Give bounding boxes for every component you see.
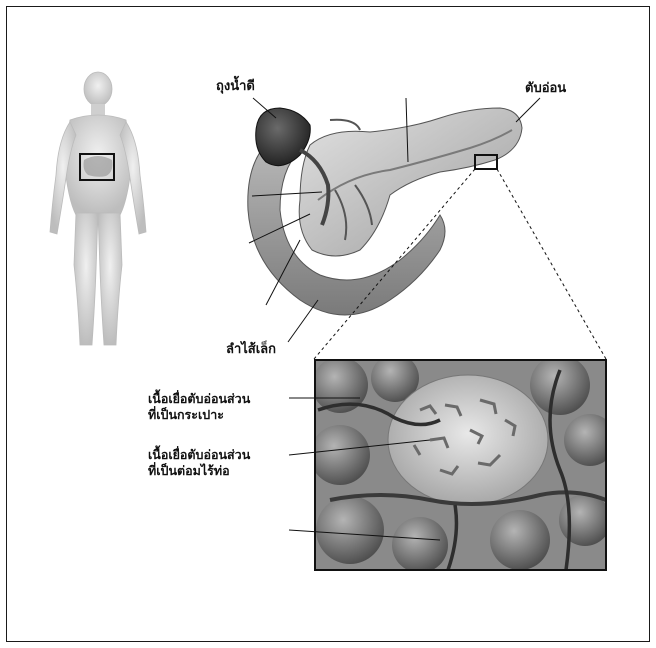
- gallbladder-shape: [256, 108, 311, 166]
- small-intestine-leader: [288, 300, 318, 342]
- endocrine-tissue-label: เนื้อเยื่อตับอ่อนส่วน ที่เป็นต่อมไร้ท่อ: [148, 447, 250, 478]
- exocrine-label-line1: เนื้อเยื่อตับอ่อนส่วน: [148, 391, 250, 407]
- body-left-leg: [74, 213, 98, 345]
- acinus-cluster: [490, 510, 550, 570]
- human-body-figure: [50, 72, 146, 345]
- pancreas-body: [299, 108, 522, 256]
- endocrine-label-line1: เนื้อเยื่อตับอ่อนส่วน: [148, 447, 250, 463]
- exocrine-tissue-label: เนื้อเยื่อตับอ่อนส่วน ที่เป็นกระเปาะ: [148, 391, 250, 422]
- acinus-cluster: [564, 414, 616, 466]
- organ-illustration: [248, 108, 522, 315]
- endocrine-label-line2: ที่เป็นต่อมไร้ท่อ: [148, 463, 250, 479]
- body-neck: [91, 104, 105, 116]
- body-head: [84, 72, 112, 106]
- acinus-cluster: [310, 425, 370, 485]
- gallbladder-label: ถุงน้ำดี: [216, 79, 255, 95]
- islet-of-langerhans: [388, 375, 548, 505]
- body-right-leg: [98, 213, 122, 345]
- pancreas-leader: [516, 98, 540, 122]
- zoom-line-right: [497, 169, 606, 359]
- body-organs-hint: [84, 156, 113, 177]
- exocrine-label-line2: ที่เป็นกระเปาะ: [148, 407, 250, 423]
- acinus-cluster: [530, 355, 590, 415]
- small-intestine-label: ลำไส้เล็ก: [226, 342, 276, 358]
- acinus-cluster: [392, 517, 448, 573]
- pancreas-label: ตับอ่อน: [525, 81, 566, 97]
- acinus-cluster: [316, 496, 384, 564]
- tissue-inset: [310, 354, 616, 573]
